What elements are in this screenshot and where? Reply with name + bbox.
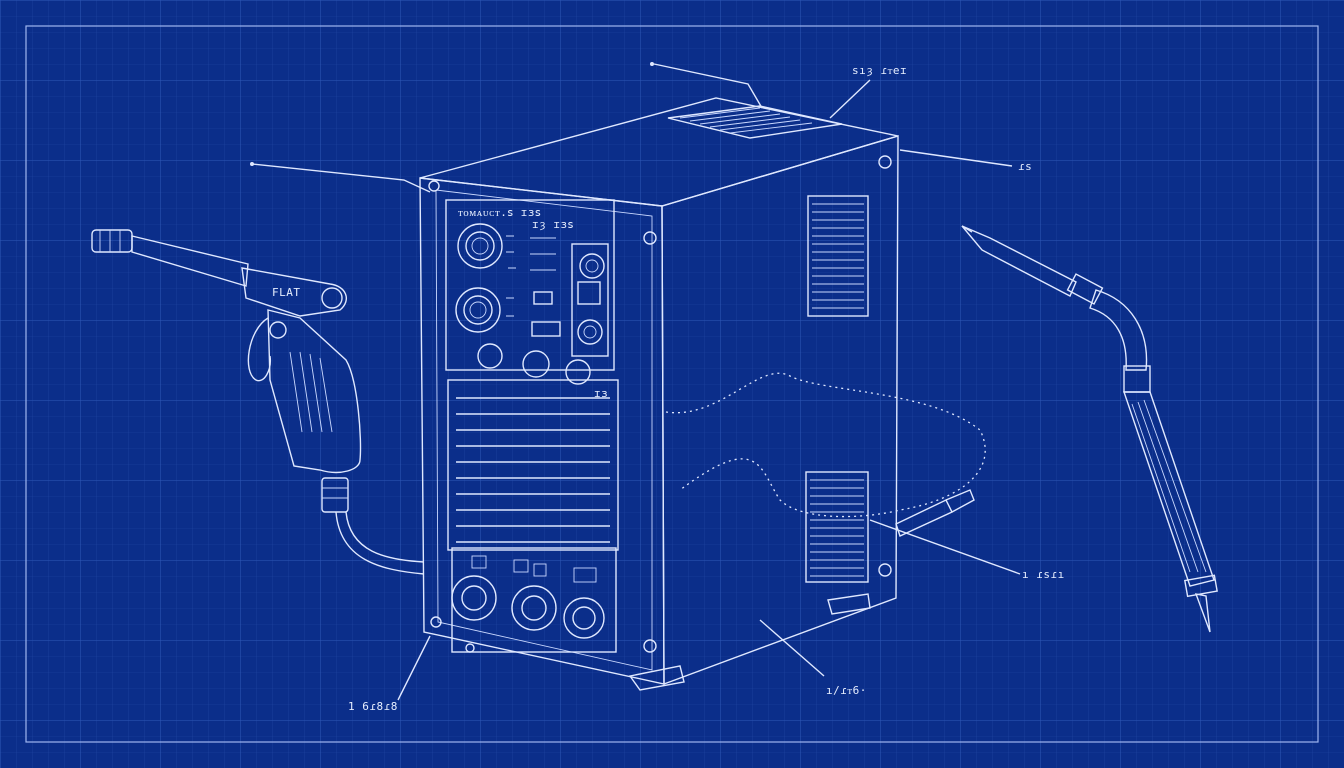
panel-code: ɪȝ ɪɜꜱ	[532, 218, 574, 231]
socket-right[interactable]	[563, 597, 605, 639]
internal-cable-path	[665, 372, 986, 518]
callout-lines	[250, 62, 1021, 701]
gun-label: FLAT	[272, 286, 301, 299]
gun-cable	[335, 511, 425, 575]
indicator-knob-top[interactable]	[579, 253, 605, 279]
drawing-border	[25, 25, 1319, 743]
indicator-knob-bottom[interactable]	[577, 319, 603, 345]
current-knob[interactable]	[457, 223, 503, 269]
callout-right-lower: ı ɾsɾı	[1022, 568, 1065, 581]
mode-switch[interactable]	[533, 291, 553, 305]
top-vent	[667, 105, 843, 139]
voltage-knob[interactable]	[455, 287, 501, 333]
panel-title: ᴛᴏᴍᴀᴜᴄᴛ.ꜱ ɪɜꜱ	[458, 206, 541, 219]
small-knob-1[interactable]	[477, 343, 503, 369]
callout-bottom-center: ı/ɾᴛ6·	[826, 684, 867, 697]
welding-torch	[961, 225, 1218, 633]
front-vent: ɪɜ	[447, 379, 619, 551]
status-display	[577, 281, 601, 305]
small-knob-3[interactable]	[565, 359, 591, 385]
welder-machine	[419, 97, 986, 691]
callout-top: sıȝ ɾᴛeɪ	[852, 64, 907, 77]
output-socket-panel	[451, 547, 617, 653]
callout-bottom-left: 1 6ɾ8ɾ8	[348, 700, 398, 713]
socket-middle[interactable]	[511, 585, 557, 631]
vent-label: ɪɜ	[594, 387, 608, 400]
control-panel: ᴛᴏᴍᴀᴜᴄᴛ.ꜱ ɪɜꜱ ɪȝ ɪɜꜱ	[445, 199, 615, 385]
side-vent-lower	[805, 471, 869, 583]
socket-left[interactable]	[451, 575, 497, 621]
welding-gun: FLAT	[91, 229, 425, 575]
small-knob-2[interactable]	[522, 350, 550, 378]
electrode-holder	[895, 489, 975, 537]
callout-right-upper: ɾs	[1018, 160, 1032, 173]
function-switch[interactable]	[531, 321, 561, 337]
side-vent-upper	[807, 195, 869, 317]
